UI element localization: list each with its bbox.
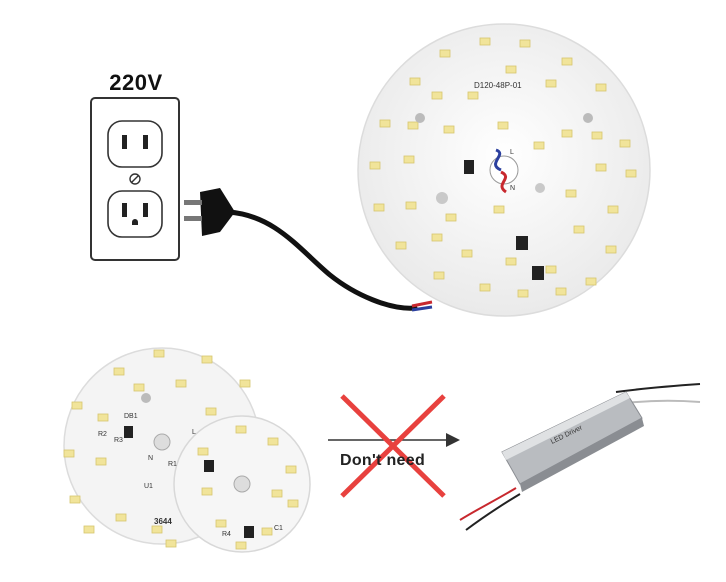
designator-r4: R4 xyxy=(222,531,231,538)
designator-db1: DB1 xyxy=(124,413,138,420)
power-plug-cord xyxy=(184,188,433,312)
line-mark: L xyxy=(510,149,514,156)
not-needed-cross xyxy=(328,394,460,498)
main-ic-chip xyxy=(464,160,474,174)
board-model-text: D120-48P-01 xyxy=(474,81,522,90)
board-code-text: 3644 xyxy=(154,517,172,526)
designator-u1: U1 xyxy=(144,483,153,490)
designator-n: N xyxy=(148,455,153,462)
designator-c1: C1 xyxy=(274,525,283,532)
led-board-small-pair: DB1 R1 U1 R2 R3 R4 C1 L N 3644 xyxy=(63,347,311,553)
designator-r3: R3 xyxy=(114,437,123,444)
led-board-main: D120-48P-01 L N xyxy=(357,23,651,317)
led-driver-box: LED Driver xyxy=(459,383,701,531)
dont-need-label: Don't need xyxy=(340,452,426,469)
designator-r1: R1 xyxy=(168,461,177,468)
designator-l: L xyxy=(192,429,196,436)
led-chip-array xyxy=(369,37,637,298)
designator-r2: R2 xyxy=(98,431,107,438)
voltage-label: 220V xyxy=(109,70,163,95)
wall-outlet xyxy=(90,97,180,261)
arrow-head-icon xyxy=(446,433,460,447)
neutral-mark: N xyxy=(510,185,515,192)
